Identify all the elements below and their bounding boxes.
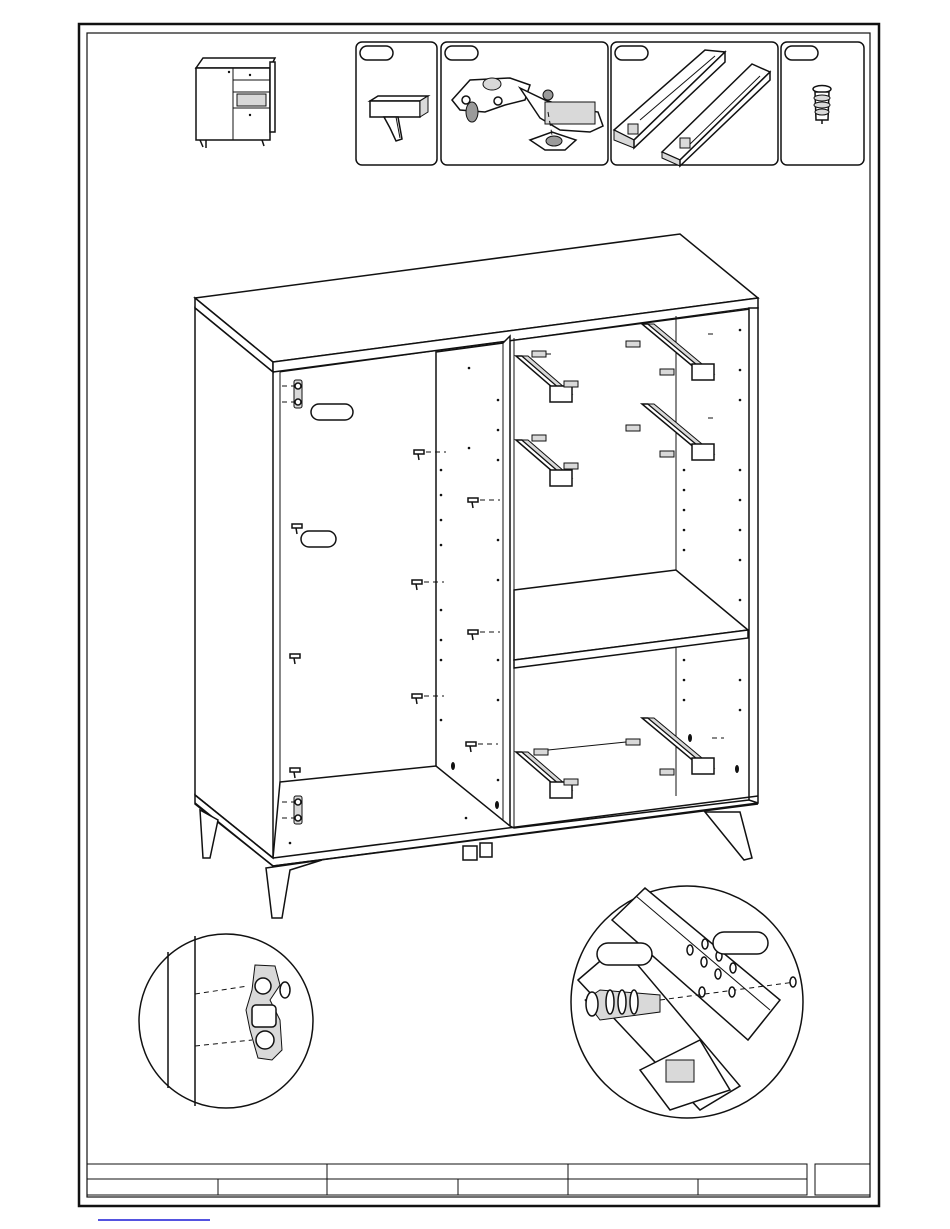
title-block — [87, 1164, 870, 1195]
cabinet-assembly-drawing — [195, 234, 758, 918]
hinge-callout-tag — [311, 404, 353, 420]
part-box-hinge — [441, 42, 608, 165]
right-side-panel — [749, 308, 758, 803]
drawer-slides-left — [516, 356, 572, 798]
detail-drawer-slide — [571, 886, 803, 1118]
middle-divider — [436, 336, 510, 828]
part-box-euro-screw — [781, 42, 864, 165]
drawer-slides-right — [642, 324, 714, 774]
screw-callout-tag — [597, 943, 652, 965]
part-number-tag — [360, 46, 393, 60]
part-number-tag — [445, 46, 478, 60]
part-number-tag — [785, 46, 818, 60]
page-number-box — [815, 1164, 870, 1195]
part-box-shelf-support — [356, 42, 437, 165]
part-number-tag — [615, 46, 648, 60]
left-side-panel — [195, 308, 273, 858]
support-callout-tag — [301, 531, 336, 547]
slide-callout-tag — [713, 932, 768, 954]
detail-hinge-plate — [139, 934, 313, 1108]
hinge-plate-top — [282, 380, 302, 408]
euro-screw-icon — [813, 86, 831, 125]
part-box-drawer-slide — [611, 42, 778, 166]
cabinet-thumbnail-icon — [196, 58, 275, 148]
